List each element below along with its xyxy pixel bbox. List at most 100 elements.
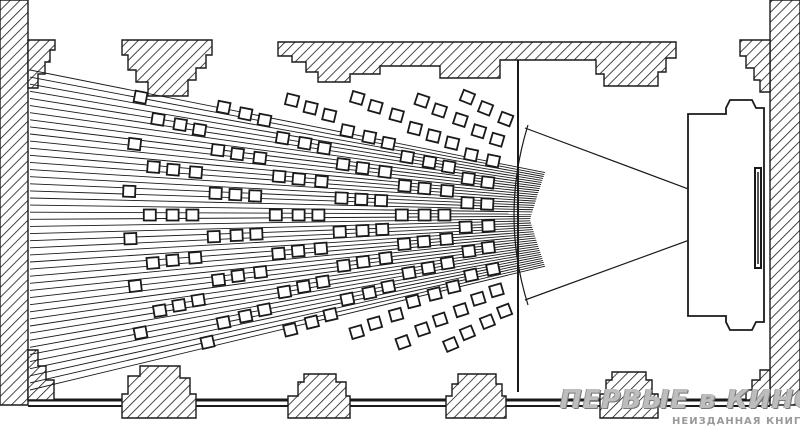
seat <box>396 237 412 252</box>
seat <box>439 255 456 271</box>
seat <box>252 150 268 166</box>
seat <box>488 282 505 299</box>
bottom-pilaster-4 <box>599 371 659 419</box>
sightline <box>29 224 532 249</box>
seat <box>388 107 406 124</box>
seat <box>297 135 313 151</box>
seat <box>394 208 409 222</box>
seat <box>123 232 138 246</box>
fan-arc <box>513 124 529 306</box>
seat <box>199 334 216 351</box>
seat <box>495 302 514 320</box>
seat <box>290 244 306 258</box>
sightline <box>29 176 536 204</box>
seat <box>295 279 312 295</box>
seat <box>480 197 495 211</box>
bottom-left-pilaster <box>27 349 55 401</box>
seat <box>478 313 497 331</box>
seat <box>355 223 370 238</box>
sightline <box>29 237 536 291</box>
seat <box>151 303 168 319</box>
seat <box>488 131 506 148</box>
sightline <box>29 226 533 256</box>
sightline <box>29 220 531 235</box>
seat <box>366 315 384 332</box>
seat <box>237 308 254 324</box>
bottom-pilaster-2 <box>287 373 351 419</box>
seat <box>417 181 432 196</box>
seat <box>441 335 460 354</box>
seat <box>210 142 226 158</box>
seat <box>437 208 452 222</box>
seat <box>485 261 502 277</box>
seat <box>394 333 412 351</box>
sightline <box>29 183 535 206</box>
seat <box>431 102 449 119</box>
seat <box>316 140 332 156</box>
seat <box>335 157 351 172</box>
sightline <box>29 239 537 299</box>
seat <box>406 120 424 137</box>
seat <box>470 123 488 140</box>
seat <box>315 274 331 290</box>
seat <box>191 122 208 138</box>
seat <box>185 208 200 222</box>
top-right-pilaster <box>739 39 771 93</box>
bottom-pilaster-3 <box>445 373 507 419</box>
seat <box>268 208 283 222</box>
seat <box>228 187 243 202</box>
sightline <box>29 255 542 355</box>
seat <box>476 99 495 117</box>
seat <box>210 272 227 288</box>
seat <box>439 183 455 198</box>
seat <box>122 184 137 198</box>
seat <box>190 292 207 308</box>
seat <box>375 222 390 237</box>
seat <box>314 174 329 189</box>
sightline <box>29 259 544 370</box>
seat <box>150 111 166 127</box>
seat <box>480 240 496 255</box>
seat <box>458 88 477 106</box>
seat <box>439 232 454 247</box>
seat <box>451 111 469 129</box>
seat <box>373 193 389 208</box>
seat <box>404 293 422 310</box>
seat <box>303 314 321 330</box>
seat <box>282 321 299 338</box>
seat <box>361 129 378 145</box>
seat <box>127 136 143 152</box>
seat <box>458 220 473 234</box>
seat <box>230 268 246 284</box>
sightline <box>29 112 542 185</box>
seat <box>172 117 189 133</box>
sightline <box>29 257 543 362</box>
seat <box>460 171 476 186</box>
seat <box>348 323 366 341</box>
seat <box>461 244 477 259</box>
seat <box>339 291 356 307</box>
stage-platform <box>687 99 765 331</box>
sightline <box>29 76 545 175</box>
seat <box>271 169 287 184</box>
seat <box>229 228 244 243</box>
seat <box>413 321 432 338</box>
seat <box>283 92 301 109</box>
sightline <box>29 133 540 192</box>
seat <box>431 311 449 328</box>
bottom-right-pilaster <box>745 369 771 401</box>
seat <box>339 123 356 139</box>
seat <box>165 162 181 177</box>
seat <box>252 264 269 280</box>
seat <box>481 219 496 233</box>
seat <box>497 110 515 128</box>
seat <box>274 130 291 146</box>
top-pilaster-1 <box>121 39 213 97</box>
seat <box>413 92 431 109</box>
seat <box>248 189 263 203</box>
seat <box>256 112 273 128</box>
sightline <box>29 69 546 174</box>
sightline <box>29 119 541 187</box>
seat <box>321 107 338 124</box>
